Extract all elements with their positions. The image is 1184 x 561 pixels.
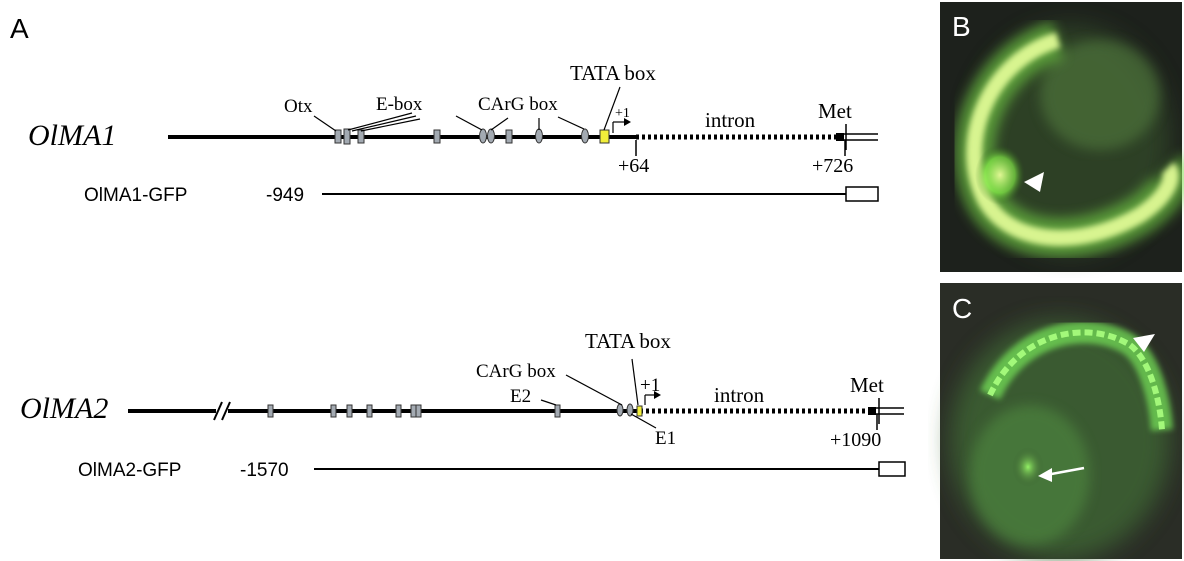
panel-c-arrowhead: [1133, 334, 1155, 352]
olma2-element-5: [395, 404, 402, 418]
olma2-e2-element: [554, 404, 561, 418]
olma2-element-1: [267, 404, 274, 418]
olma1-pos64-label: +64: [618, 155, 649, 177]
olma1-tata-element: [599, 129, 610, 144]
olma2-element-7: [415, 404, 422, 418]
olma2-gfp-start: -1570: [240, 460, 289, 481]
olma1-otx-element: [334, 129, 342, 144]
olma1-transcription-arrow: [624, 118, 631, 126]
olma2-plus1-label: +1: [640, 375, 660, 396]
panel-b-highlight: [975, 145, 1025, 205]
olma1-gene-name: OlMA1: [28, 119, 116, 152]
olma1-ebox-label: E-box: [376, 94, 423, 115]
panel-b-head: [1040, 40, 1160, 150]
olma2-e1-element: [626, 403, 634, 417]
olma2-tata-label: TATA box: [585, 329, 671, 353]
olma1-carg-element-4: [535, 128, 543, 144]
olma2-transcription-arrow: [654, 391, 661, 399]
olma2-gfp-construct: OlMA2-GFP -1570: [78, 460, 906, 481]
olma2-carg-element: [616, 403, 624, 417]
olma1-ebox-element-2: [357, 129, 365, 144]
olma1-gfp-construct: OlMA1-GFP -949: [84, 185, 879, 206]
olma1-exon-black: [836, 133, 844, 141]
olma1-ebox-element-1: [343, 128, 351, 145]
olma2-exon-black: [868, 407, 876, 415]
panel-label-a: A: [10, 13, 29, 44]
panel-label-b: B: [952, 11, 971, 42]
olma2-e2-label: E2: [510, 386, 531, 407]
panel-label-c: C: [952, 293, 972, 324]
olma1-met-label: Met: [818, 99, 852, 123]
olma1-intron-label: intron: [705, 108, 756, 132]
panel-c-arrow-head: [1038, 468, 1052, 482]
olma1-pos726-label: +726: [812, 155, 853, 177]
olma1-gfp-label: OlMA1-GFP: [84, 185, 187, 206]
olma2-leader-lines: [540, 358, 657, 429]
panel-c-arrow-line: [1045, 466, 1085, 477]
olma2-element-4: [366, 404, 373, 418]
olma2-element-3: [346, 404, 353, 418]
olma2-tata-element: [636, 405, 643, 417]
olma1-otx-label: Otx: [284, 96, 313, 117]
olma1-leader-lines: [313, 86, 624, 133]
olma2-pos1090-label: +1090: [830, 429, 881, 451]
olma1-carg-element-1: [479, 128, 487, 144]
olma2-gene-name: OlMA2: [20, 392, 108, 425]
olma1-plus1-label: +1: [615, 106, 630, 121]
olma2-break-2: [221, 401, 231, 421]
panel-c-heart-spot: [1012, 447, 1044, 487]
olma1-carg-element-3: [505, 129, 513, 144]
olma2-intron-label: intron: [714, 383, 765, 407]
olma2-element-2: [330, 404, 337, 418]
olma1-gene-map: OlMA1: [28, 61, 878, 177]
olma2-element-6: [410, 404, 417, 418]
olma1-ebox-element-3: [433, 129, 441, 144]
panel-b-photo: B: [940, 2, 1184, 272]
olma2-carg-label: CArG box: [476, 361, 556, 382]
panel-b-arrowhead: [1024, 172, 1044, 192]
olma2-met-label: Met: [850, 373, 884, 397]
panel-b-muscle-core: [966, 32, 1179, 246]
olma1-gfp-start: -949: [266, 185, 304, 206]
olma2-gfp-box: [878, 461, 906, 477]
olma2-gfp-label: OlMA2-GFP: [78, 460, 181, 481]
panel-c-photo: C: [940, 283, 1182, 560]
olma1-tata-label: TATA box: [570, 61, 656, 85]
olma2-break-1: [213, 401, 223, 421]
olma1-carg-element-5: [581, 128, 589, 144]
panel-c-somites: [987, 329, 1165, 431]
olma2-gene-map: OlMA2 TATA box CArG box: [20, 329, 904, 451]
olma1-carg-label: CArG box: [478, 94, 558, 115]
olma1-gfp-box: [845, 186, 879, 202]
olma2-e1-label: E1: [655, 428, 676, 449]
olma1-carg-element-2: [487, 128, 495, 144]
